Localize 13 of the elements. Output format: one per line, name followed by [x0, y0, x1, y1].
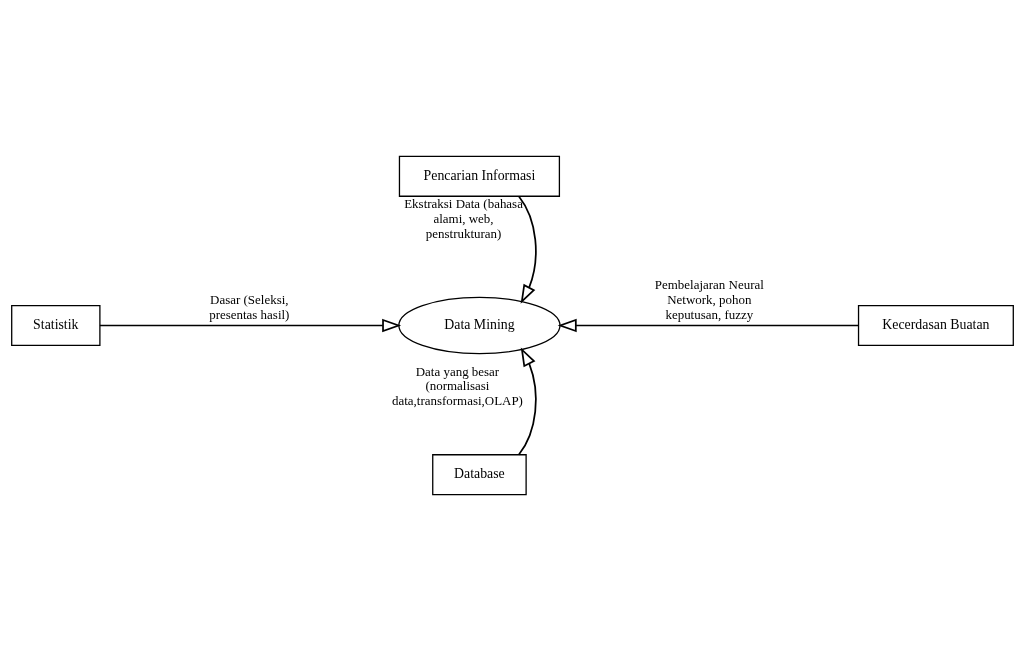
- arrow: [99, 318, 402, 332]
- edge-label: Ekstraksi Data (bahasa alami, web, penstrukturan): [404, 195, 523, 241]
- arrow: [518, 195, 537, 304]
- node-ellipse: Data Mining: [398, 296, 561, 354]
- edge-label: Pembelajaran Neural Network, pohon keputusan, fuzzy: [654, 276, 764, 322]
- edge-label: Data yang besar (normalisasi data,transformasi,OLAP): [391, 363, 523, 408]
- node-box: Pencarian Informasi: [398, 155, 561, 197]
- arrow: [517, 346, 537, 456]
- arrow: [557, 318, 860, 332]
- node-box: Kecerdasan Buatan: [857, 304, 1014, 346]
- node-box: Statistik: [11, 304, 101, 346]
- edge-label: Dasar (Seleksi, presentas hasil): [209, 291, 290, 322]
- node-box: Database: [432, 453, 527, 495]
